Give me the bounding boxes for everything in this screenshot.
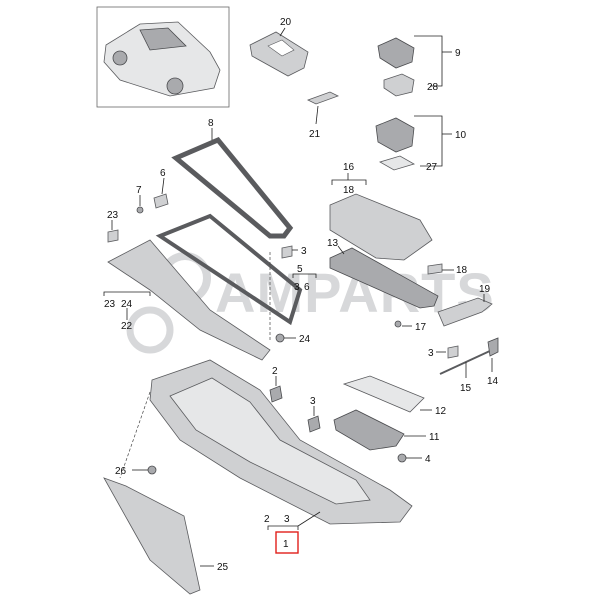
part-13-base-plate[interactable] bbox=[329, 247, 439, 309]
part-9-cap[interactable] bbox=[377, 37, 415, 69]
part-2-clip[interactable] bbox=[269, 385, 283, 403]
part-28-insert[interactable] bbox=[383, 73, 415, 97]
part-3-clip-lower[interactable] bbox=[307, 415, 321, 433]
callout-2-upper[interactable]: 2 bbox=[272, 366, 278, 377]
part-22-side-trim[interactable] bbox=[107, 239, 271, 361]
part-26-screw[interactable] bbox=[147, 465, 157, 475]
part-3-clip[interactable] bbox=[447, 345, 459, 359]
part-16-armrest-lid[interactable] bbox=[329, 193, 433, 261]
callout-23-top[interactable]: 23 bbox=[107, 210, 119, 221]
part-12-mat[interactable] bbox=[342, 375, 425, 413]
part-25-side-panel[interactable] bbox=[103, 477, 201, 595]
vehicle-thumbnail bbox=[96, 6, 230, 108]
callout-28[interactable]: 28 bbox=[427, 82, 439, 93]
callout-17[interactable]: 17 bbox=[415, 322, 427, 333]
callout-22[interactable]: 22 bbox=[121, 321, 133, 332]
part-14-lever[interactable] bbox=[487, 337, 499, 357]
car-body-icon bbox=[103, 21, 221, 97]
callout-24-group[interactable]: 24 bbox=[121, 299, 133, 310]
part-4-screw[interactable] bbox=[397, 453, 407, 463]
callout-4[interactable]: 4 bbox=[425, 454, 431, 465]
callout-9[interactable]: 9 bbox=[455, 48, 461, 59]
part-24-clip[interactable] bbox=[275, 333, 285, 343]
part-10-tray[interactable] bbox=[375, 117, 415, 153]
callout-5[interactable]: 5 bbox=[297, 264, 303, 275]
callout-8[interactable]: 8 bbox=[208, 118, 214, 129]
part-5-support-frame[interactable] bbox=[155, 213, 303, 326]
callout-21[interactable]: 21 bbox=[309, 129, 321, 140]
callout-6-mid[interactable]: 6 bbox=[304, 282, 310, 293]
part-20-trim-cover[interactable] bbox=[249, 31, 309, 77]
callout-18-top[interactable]: 18 bbox=[343, 185, 355, 196]
part-8-trim-frame[interactable] bbox=[171, 136, 294, 239]
callout-12[interactable]: 12 bbox=[435, 406, 447, 417]
watermark-gear-icon bbox=[126, 306, 174, 354]
callout-14[interactable]: 14 bbox=[487, 376, 499, 387]
callout-11[interactable]: 11 bbox=[429, 432, 440, 443]
callout-2-lower[interactable]: 2 bbox=[264, 514, 270, 525]
callout-20[interactable]: 20 bbox=[280, 17, 292, 28]
callout-10[interactable]: 10 bbox=[455, 130, 467, 141]
part-11-storage-tray[interactable] bbox=[333, 409, 405, 451]
car-wheel-icon bbox=[112, 50, 128, 66]
callout-7[interactable]: 7 bbox=[136, 185, 142, 196]
callout-16[interactable]: 16 bbox=[343, 162, 355, 173]
car-wheel-icon bbox=[166, 77, 184, 95]
callout-1[interactable]: 1 bbox=[283, 539, 289, 550]
part-3-clip-upper[interactable] bbox=[281, 245, 293, 259]
callout-13[interactable]: 13 bbox=[327, 238, 339, 249]
part-23-clip[interactable] bbox=[107, 229, 119, 243]
callout-23-group[interactable]: 23 bbox=[104, 299, 116, 310]
callout-3-lower[interactable]: 3 bbox=[310, 396, 316, 407]
callout-25[interactable]: 25 bbox=[217, 562, 229, 573]
highlight-box bbox=[275, 531, 299, 554]
car-windshield-icon bbox=[139, 27, 187, 51]
part-21-clip[interactable] bbox=[306, 91, 340, 105]
callout-27[interactable]: 27 bbox=[426, 162, 438, 173]
part-6-clip[interactable] bbox=[153, 193, 169, 209]
callout-26[interactable]: 26 bbox=[115, 466, 127, 477]
callout-6-top[interactable]: 6 bbox=[160, 168, 166, 179]
part-27-mat[interactable] bbox=[378, 155, 416, 171]
callout-19[interactable]: 19 bbox=[479, 284, 491, 295]
part-19-bracket[interactable] bbox=[437, 297, 493, 327]
part-17-screw[interactable] bbox=[394, 320, 402, 328]
part-7-screw[interactable] bbox=[136, 206, 144, 214]
part-18-latch[interactable] bbox=[427, 263, 443, 275]
callout-3-right[interactable]: 3 bbox=[428, 348, 434, 359]
callout-15[interactable]: 15 bbox=[460, 383, 472, 394]
callout-24[interactable]: 24 bbox=[299, 334, 311, 345]
callout-3-bottom[interactable]: 3 bbox=[284, 514, 290, 525]
callout-3-upper[interactable]: 3 bbox=[301, 246, 307, 257]
callout-18-latch[interactable]: 18 bbox=[456, 265, 468, 276]
callout-3-mid[interactable]: 3 bbox=[294, 282, 300, 293]
